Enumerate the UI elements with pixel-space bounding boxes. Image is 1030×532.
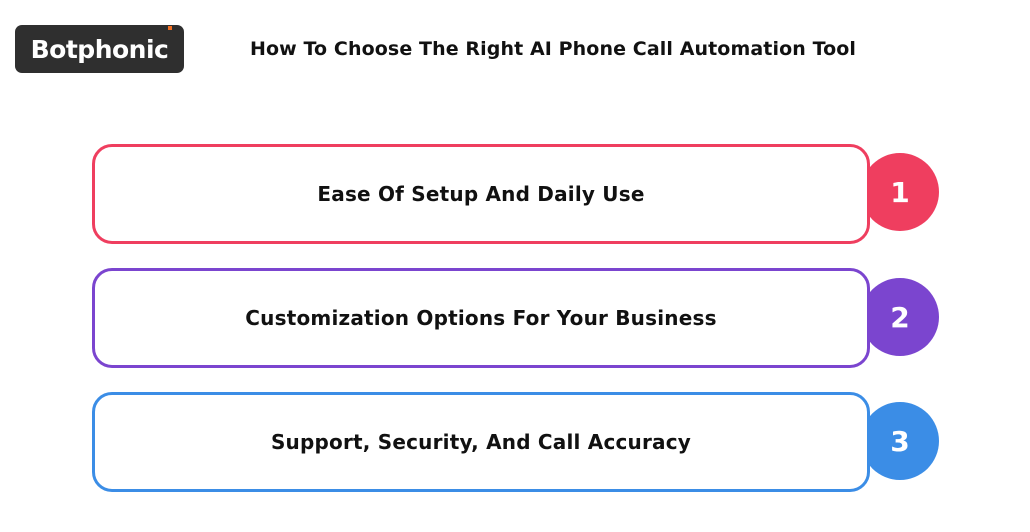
step-label: Ease Of Setup And Daily Use	[317, 182, 645, 206]
step-number: 2	[890, 300, 910, 334]
step-label: Support, Security, And Call Accuracy	[270, 430, 692, 454]
page-title: How To Choose The Right AI Phone Call Au…	[250, 38, 857, 60]
step-label: Customization Options For Your Business	[245, 306, 717, 330]
step-card-3: Support, Security, And Call Accuracy	[92, 392, 870, 492]
step-number-badge-1: 1	[861, 153, 939, 231]
logo-wordmark: Botphonic	[30, 34, 169, 64]
step-number: 3	[890, 424, 910, 458]
step-number-badge-2: 2	[861, 278, 939, 356]
step-card-2: Customization Options For Your Business	[92, 268, 870, 368]
step-number: 1	[890, 175, 910, 209]
botphonic-logo: Botphonic	[15, 25, 184, 73]
step-card-1: Ease Of Setup And Daily Use	[92, 144, 870, 244]
step-number-badge-3: 3	[861, 402, 939, 480]
logo-dot-accent	[168, 26, 172, 30]
